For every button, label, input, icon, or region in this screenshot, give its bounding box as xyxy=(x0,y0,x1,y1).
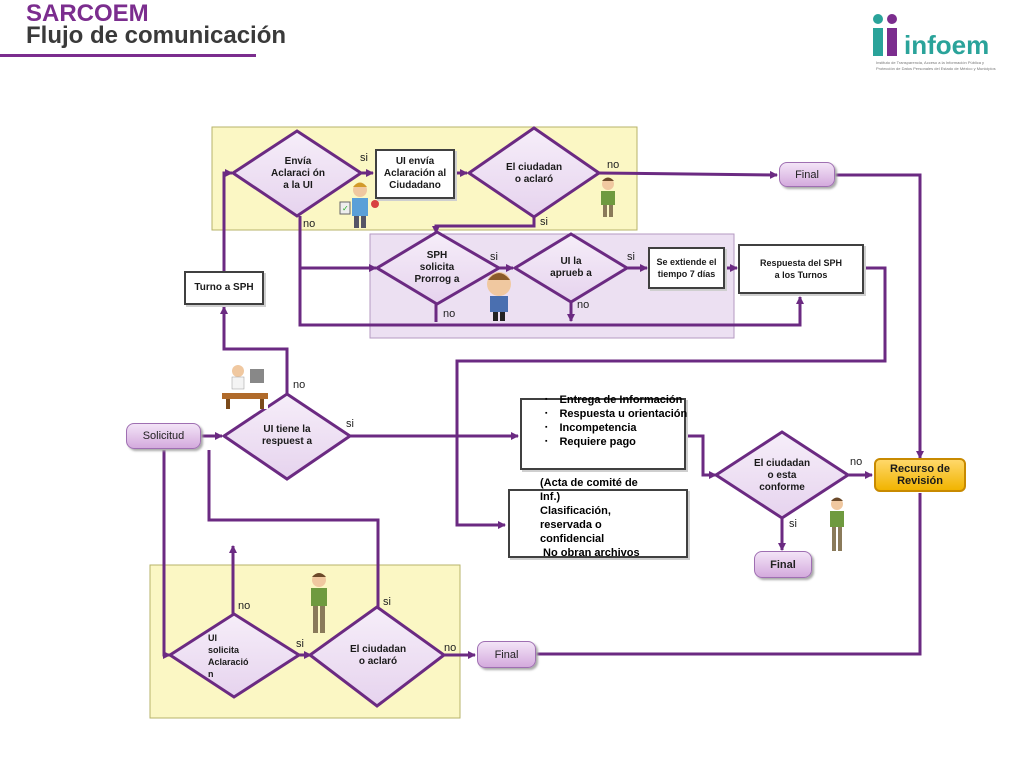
turno-sph-box: Turno a SPH xyxy=(184,271,264,305)
edge-label-si: si xyxy=(346,418,354,430)
decision-sph-solicita-prorroga xyxy=(374,230,502,306)
response-options-list: Entrega de Información Respuesta u orien… xyxy=(521,393,689,449)
decision-label: UI tiene la respuest a xyxy=(261,424,313,447)
edge-label-no: no xyxy=(444,642,457,654)
logo-tagline: Instituto de Transparencia, Acceso a la … xyxy=(876,60,985,65)
final-node-mid: Final xyxy=(754,551,812,578)
decision-label: El ciudadan o aclaró xyxy=(505,162,563,185)
decision-ciudadano-aclaro-top xyxy=(466,126,602,219)
page-title: SARCOEM xyxy=(26,0,149,27)
edge-label-no: no xyxy=(607,159,620,171)
decision-envia-aclaracion xyxy=(230,129,364,218)
decision-label: SPH solicita Prorrog a xyxy=(414,250,460,285)
final-node-top: Final xyxy=(779,162,835,187)
classification-line: (Acta de comité de xyxy=(540,477,638,489)
list-item: Entrega de Información xyxy=(521,393,689,407)
edge-label-no: no xyxy=(850,456,863,468)
edge-label-no: no xyxy=(577,299,590,311)
classification-line: No obran archivos xyxy=(540,547,640,559)
classification-text: (Acta de comité de Inf.) Clasificación, … xyxy=(540,476,640,560)
worried-person-icon xyxy=(487,272,511,321)
logo-tagline: Protección de Datos Personales del Estad… xyxy=(876,66,996,71)
decision-ciudadano-conforme xyxy=(713,430,851,520)
edge-label-no: no xyxy=(238,600,251,612)
classification-line: Inf.) xyxy=(540,491,561,503)
final-node-bottom: Final xyxy=(477,641,536,668)
ui-envia-aclaracion-box: UI envía Aclaración al Ciudadano xyxy=(375,149,455,199)
list-item: Respuesta u orientación xyxy=(521,407,689,421)
person-icon xyxy=(601,177,615,217)
decision-ui-tiene-respuesta xyxy=(221,392,353,481)
respuesta-sph-box: Respuesta del SPH a los Turnos xyxy=(738,244,864,294)
decision-label: UI la aprueb a xyxy=(550,256,592,279)
classification-line: reservada o xyxy=(540,519,602,531)
edge-label-si: si xyxy=(296,638,304,650)
decision-label: El ciudadan o aclaró xyxy=(349,644,407,667)
edge-label-no: no xyxy=(443,308,456,320)
logo-wordmark: infoem xyxy=(904,30,990,60)
list-item: Incompetencia xyxy=(521,421,689,435)
recurso-revision-node: Recurso de Revisión xyxy=(874,458,966,492)
person-at-desk-icon xyxy=(222,357,268,409)
edge-label-si: si xyxy=(360,152,368,164)
edge-label-si: si xyxy=(540,216,548,228)
list-item: Requiere pago xyxy=(521,435,689,449)
decision-label: Envía Aclaraci ón a la UI xyxy=(271,156,325,191)
edge-label-si: si xyxy=(789,518,797,530)
classification-line: Clasificación, xyxy=(540,505,611,517)
edge-label-si: si xyxy=(490,251,498,263)
edge-label-no: no xyxy=(293,379,306,391)
edge-label-si: si xyxy=(383,596,391,608)
decision-label: UI solicita Aclaració n xyxy=(208,633,249,679)
infoem-logo xyxy=(873,14,897,56)
classification-box xyxy=(508,489,688,558)
decision-label: El ciudadan o esta conforme xyxy=(753,458,811,493)
decision-ui-solicita-aclaracion xyxy=(167,612,302,699)
classification-line: confidencial xyxy=(540,533,605,545)
title-underline xyxy=(0,54,256,57)
person-icon xyxy=(830,497,844,551)
se-extiende-box: Se extiende el tiempo 7 días xyxy=(648,247,725,289)
decision-ciudadano-aclaro-bottom xyxy=(307,605,447,708)
person-with-clipboard-icon: ✓ xyxy=(339,182,379,228)
edge-label-no: no xyxy=(303,218,316,230)
person-icon xyxy=(311,573,327,633)
edge-label-si: si xyxy=(627,251,635,263)
page-subtitle: Flujo de comunicación xyxy=(26,22,287,49)
svg-text:✓: ✓ xyxy=(342,204,349,213)
solicitud-node: Solicitud xyxy=(126,423,201,449)
decision-ui-aprueba xyxy=(512,232,630,304)
